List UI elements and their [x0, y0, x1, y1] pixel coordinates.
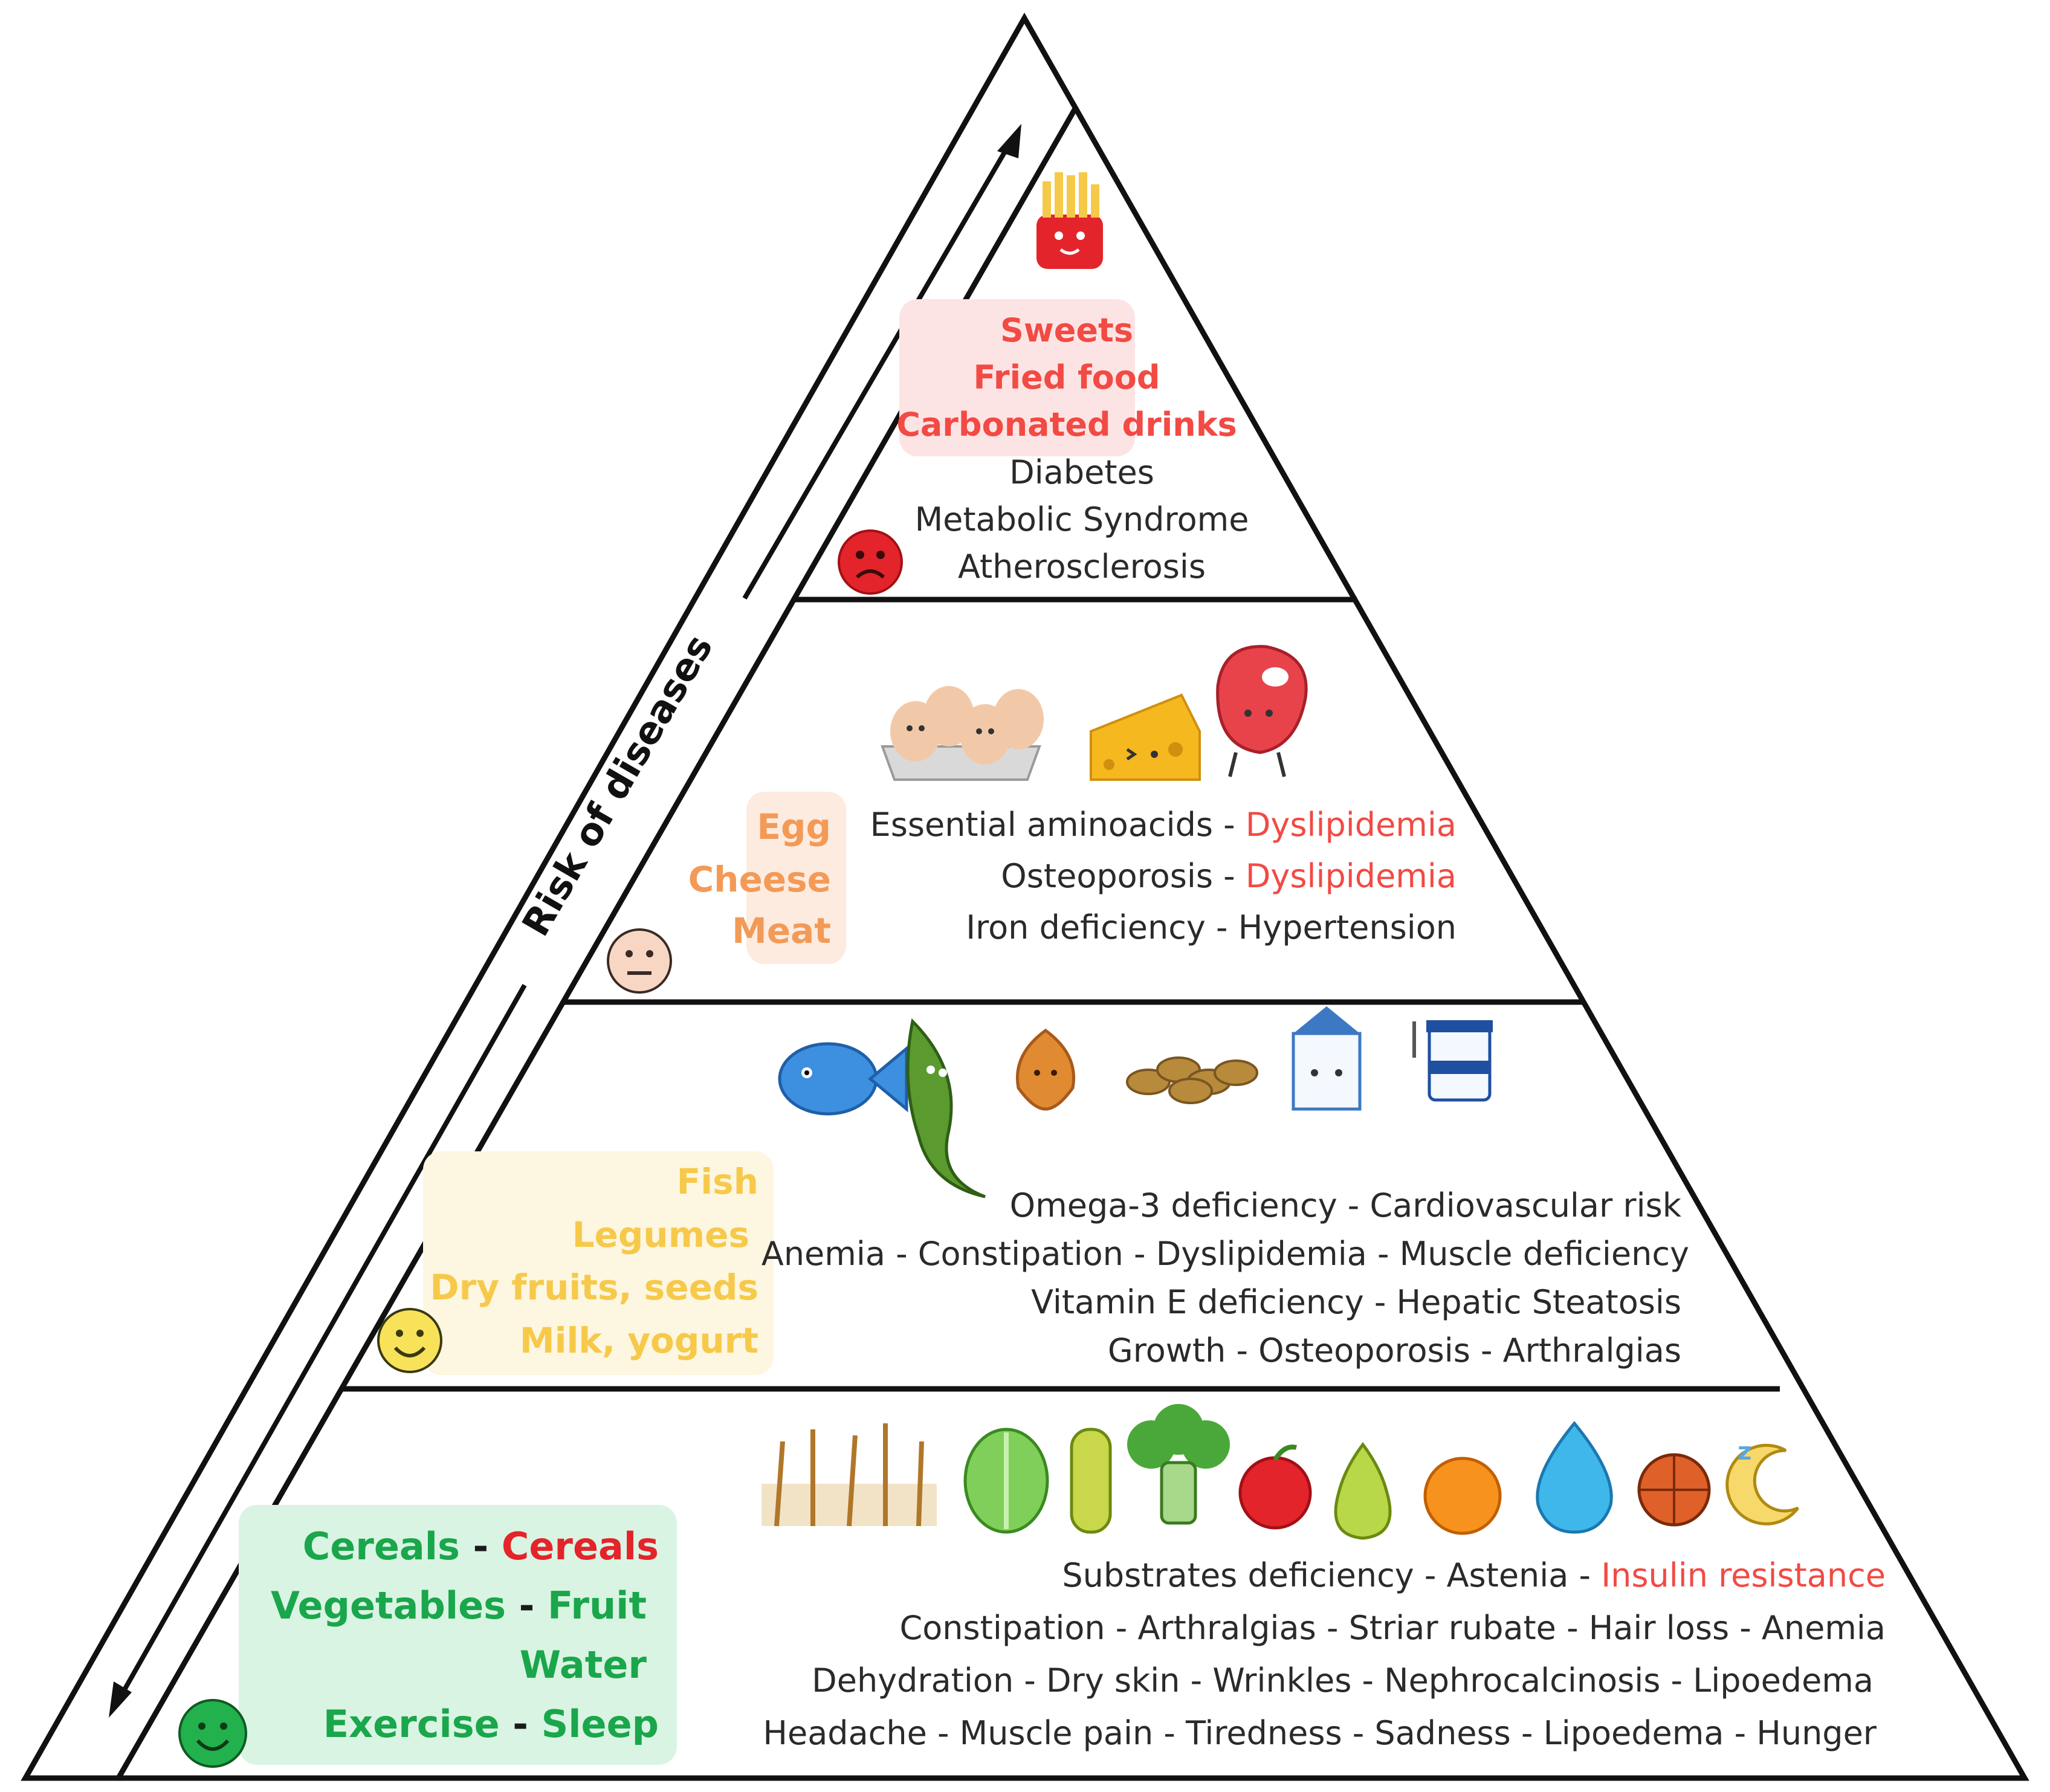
condition-line-2: Anemia - Constipation - Dyslipidemia - M…: [761, 1235, 1689, 1273]
sad-face-icon: [838, 529, 903, 595]
tier-second: Egg Cheese Meat Essential aminoacids - D…: [607, 645, 1457, 994]
condition-line-4: Headache - Muscle pain - Tiredness - Sad…: [763, 1714, 1877, 1752]
almond-icon: [1016, 1028, 1075, 1111]
cheese-icon: [1090, 693, 1201, 781]
food-water: Water: [520, 1643, 647, 1687]
pear-icon: [1334, 1441, 1392, 1540]
meat-icon: [1216, 645, 1308, 777]
condition-metabolic-syndrome: Metabolic Syndrome: [915, 500, 1249, 539]
arrow-head-down: [109, 1681, 132, 1718]
eggs-icon: [881, 686, 1044, 781]
tier-top: Sweets Fried food Carbonated drinks Diab…: [838, 172, 1249, 595]
arrow-head-up: [997, 124, 1021, 158]
fries-icon: [1036, 172, 1103, 269]
food-egg: Egg: [757, 806, 831, 847]
condition-line-3: Iron deficiency - Hypertension: [966, 908, 1457, 946]
happy-face-icon: [377, 1308, 442, 1373]
fish-icon: [778, 1042, 908, 1116]
food-cheese: Cheese: [688, 859, 831, 900]
food-line-2: Vegetables - Fruit: [271, 1583, 647, 1628]
lettuce-icon: [963, 1428, 1049, 1534]
condition-line-1: Omega-3 deficiency - Cardiovascular risk: [1010, 1186, 1682, 1224]
food-fish: Fish: [677, 1161, 758, 1202]
condition-diabetes: Diabetes: [1009, 453, 1154, 491]
condition-line-1: Substrates deficiency - Astenia - Insuli…: [1062, 1556, 1886, 1594]
neutral-face-icon: [607, 928, 672, 994]
basketball-icon: [1637, 1453, 1711, 1527]
food-milk-yogurt: Milk, yogurt: [520, 1320, 758, 1361]
yogurt-icon: [1412, 1020, 1493, 1102]
smiling-face-icon: [178, 1699, 247, 1768]
food-meat: Meat: [732, 910, 831, 951]
milk-carton-icon: [1292, 1006, 1362, 1111]
food-legumes: Legumes: [572, 1214, 749, 1255]
food-fried-food: Fried food: [974, 358, 1160, 396]
apple-icon: [1238, 1444, 1312, 1530]
condition-line-4: Growth - Osteoporosis - Arthralgias: [1108, 1331, 1681, 1370]
broccoli-icon: [1127, 1404, 1230, 1525]
top-food-highlight: [899, 299, 1135, 456]
moon-sleep-icon: z: [1725, 1438, 1800, 1525]
zucchini-icon: [1070, 1428, 1112, 1534]
food-line-1: Cereals - Cereals: [303, 1524, 659, 1568]
peapod-icon: [906, 1018, 986, 1198]
water-drop-icon: [1536, 1421, 1613, 1534]
condition-line-1: Essential aminoacids - Dyslipidemia: [870, 806, 1457, 844]
condition-line-2: Constipation - Arthralgias - Striar ruba…: [900, 1609, 1886, 1647]
food-line-4: Exercise - Sleep: [323, 1702, 659, 1746]
food-carbonated-drinks: Carbonated drinks: [896, 406, 1237, 444]
svg-text:z: z: [1738, 1438, 1751, 1466]
third-food-highlight: [423, 1151, 774, 1375]
condition-line-2: Osteoporosis - Dyslipidemia: [1001, 857, 1457, 895]
tier-third: Fish Legumes Dry fruits, seeds Milk, yog…: [377, 1006, 1689, 1375]
condition-atherosclerosis: Atherosclerosis: [958, 548, 1206, 586]
orange-icon: [1423, 1457, 1502, 1535]
condition-line-3: Vitamin E deficiency - Hepatic Steatosis: [1031, 1283, 1681, 1321]
tier-base: z Cereals - Cereals Vegetables - Fruit W…: [178, 1404, 1886, 1768]
wheat-icon: [761, 1423, 937, 1527]
food-dry-fruits-seeds: Dry fruits, seeds: [430, 1267, 758, 1308]
condition-line-3: Dehydration - Dry skin - Wrinkles - Neph…: [812, 1661, 1874, 1700]
seeds-icon: [1126, 1056, 1258, 1104]
food-sweets: Sweets: [1000, 311, 1133, 349]
second-food-highlight: [746, 792, 846, 964]
base-food-highlight: [239, 1505, 677, 1765]
